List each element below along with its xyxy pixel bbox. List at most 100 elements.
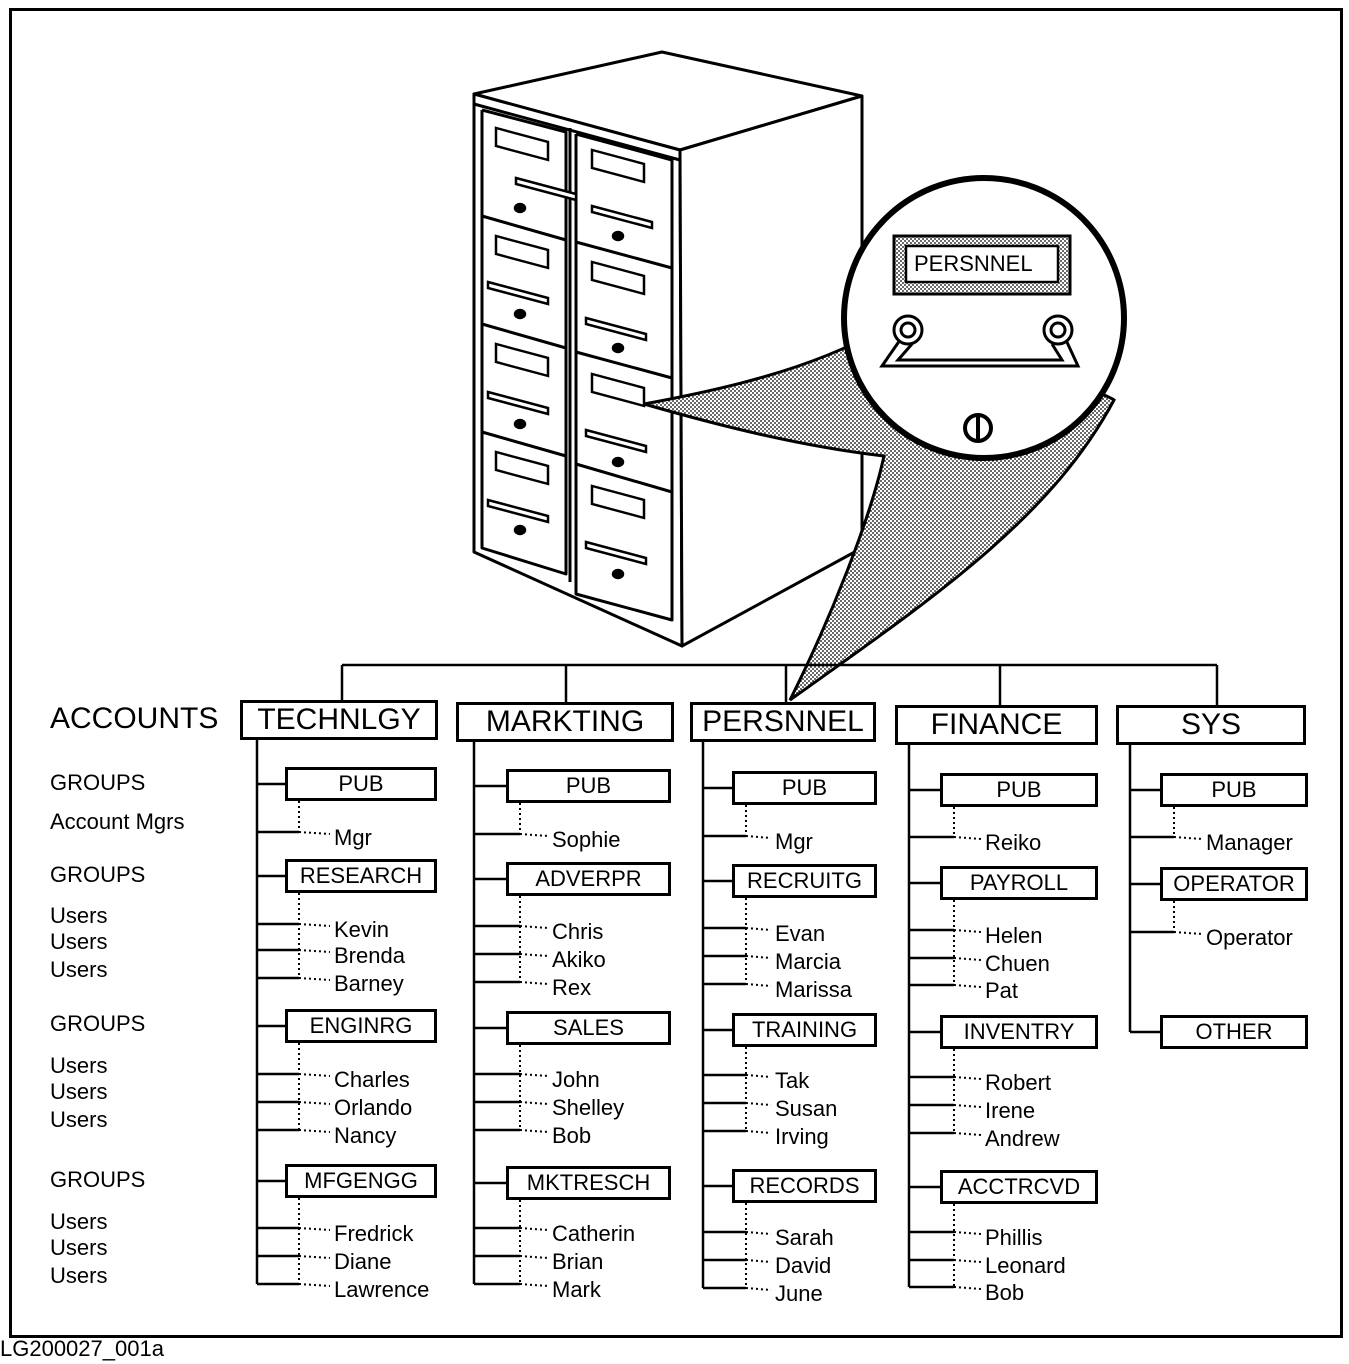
user-name: Susan xyxy=(775,1096,838,1121)
groups-row-label: GROUPS xyxy=(50,1011,146,1036)
user-connector xyxy=(519,1283,549,1287)
user-name: Sophie xyxy=(552,827,621,852)
user-name: Tak xyxy=(775,1068,810,1093)
user-name: Helen xyxy=(985,923,1043,948)
user-connector xyxy=(953,1076,982,1080)
user-connector xyxy=(298,1101,331,1105)
drawer-lock xyxy=(513,524,527,536)
user-connector xyxy=(519,981,549,985)
user-name: Marcia xyxy=(775,949,842,974)
user-name: Shelley xyxy=(552,1095,625,1120)
account-box-persnnel: PERSNNEL xyxy=(690,702,876,742)
group-box-recruitg: RECRUITG xyxy=(732,864,877,898)
drawer-label-slot xyxy=(590,484,646,520)
drawer-label-text: PERSNNEL xyxy=(914,251,1033,276)
drawer-label-slot xyxy=(494,450,550,486)
drawer-details xyxy=(486,126,654,580)
user-connector xyxy=(298,1073,331,1077)
user-connector xyxy=(745,983,772,987)
user-connector xyxy=(953,984,982,988)
figure-frame xyxy=(9,8,1343,1338)
user-name: Diane xyxy=(334,1249,392,1274)
user-name: Fredrick xyxy=(334,1221,414,1246)
group-box-inventry: INVENTRY xyxy=(940,1015,1098,1049)
user-connector xyxy=(519,833,549,837)
user-connector xyxy=(298,1129,331,1133)
user-connector xyxy=(745,835,772,839)
user-name: Kevin xyxy=(334,917,390,942)
user-name: Pat xyxy=(985,978,1019,1003)
user-name: Lawrence xyxy=(334,1277,430,1302)
group-box-pub: PUB xyxy=(732,771,877,805)
user-connector xyxy=(1173,931,1203,935)
groups-row-label: GROUPS xyxy=(50,770,146,795)
drawer-label-slot xyxy=(494,234,550,270)
user-name: Irene xyxy=(985,1098,1036,1123)
user-connector xyxy=(745,1102,772,1106)
user-connector xyxy=(953,1231,982,1235)
account-box-technlgy: TECHNLGY xyxy=(240,700,438,740)
user-connector xyxy=(1173,836,1203,840)
user-name: Mgr xyxy=(334,825,372,850)
user-connector xyxy=(298,831,331,835)
user-name: Andrew xyxy=(985,1126,1060,1151)
user-name: Phillis xyxy=(985,1225,1043,1250)
drawer-handle xyxy=(584,316,648,342)
user-connector xyxy=(519,1129,549,1133)
user-connector xyxy=(519,1255,549,1259)
filing-cabinet-icon xyxy=(472,50,864,648)
user-connector xyxy=(745,1231,772,1235)
users-row-label: Users xyxy=(50,903,108,928)
drawer-handle xyxy=(584,540,648,566)
users-row-label: Users xyxy=(50,1263,108,1288)
user-name: Leonard xyxy=(985,1253,1066,1278)
drawer-lock xyxy=(611,342,625,354)
group-box-payroll: PAYROLL xyxy=(940,866,1098,900)
drawer-label-slot xyxy=(590,372,646,408)
user-name: Chuen xyxy=(985,951,1050,976)
lock-icon xyxy=(963,413,993,443)
user-connector xyxy=(953,1259,982,1263)
drawer-handle xyxy=(486,498,550,524)
group-box-mfgengg: MFGENGG xyxy=(285,1164,437,1198)
user-name: Mark xyxy=(552,1277,601,1302)
groups-row-label: GROUPS xyxy=(50,1167,146,1192)
drawer-handle xyxy=(514,176,578,202)
users-row-label: Users xyxy=(50,957,108,982)
group-box-adverpr: ADVERPR xyxy=(506,862,671,896)
account-box-markting: MARKTING xyxy=(456,702,674,742)
user-name: David xyxy=(775,1253,832,1278)
drawer-lock xyxy=(611,456,625,468)
group-box-pub: PUB xyxy=(940,773,1098,807)
user-connector xyxy=(745,1130,772,1134)
user-connector xyxy=(519,1101,549,1105)
drawer-handle-icon xyxy=(879,314,1081,368)
group-box-operator: OPERATOR xyxy=(1160,867,1308,901)
user-name: Barney xyxy=(334,971,404,996)
group-box-training: TRAINING xyxy=(732,1013,877,1047)
users-row-label: Users xyxy=(50,1209,108,1234)
user-connector xyxy=(953,957,982,961)
group-box-other: OTHER xyxy=(1160,1015,1308,1049)
drawer-label-slot xyxy=(494,126,550,162)
figure-id: LG200027_001a xyxy=(0,1336,164,1361)
group-box-acctrcvd: ACCTRCVD xyxy=(940,1170,1098,1204)
drawer-lock xyxy=(513,202,527,214)
drawer-label-slot xyxy=(590,260,646,296)
user-name: Operator xyxy=(1206,925,1293,950)
users-row-label: Users xyxy=(50,1235,108,1260)
user-connector xyxy=(745,927,772,931)
group-box-research: RESEARCH xyxy=(285,859,437,893)
account-box-finance: FINANCE xyxy=(895,705,1098,745)
user-name: Sarah xyxy=(775,1225,834,1250)
groups-row-label: GROUPS xyxy=(50,862,146,887)
group-box-pub: PUB xyxy=(506,769,671,803)
user-name: Orlando xyxy=(334,1095,413,1120)
drawer-label-slot xyxy=(494,342,550,378)
drawer-handle xyxy=(584,428,648,454)
drawer-handle xyxy=(486,280,550,306)
user-name: Evan xyxy=(775,921,826,946)
user-connector xyxy=(745,1074,772,1078)
user-connector xyxy=(953,1104,982,1108)
